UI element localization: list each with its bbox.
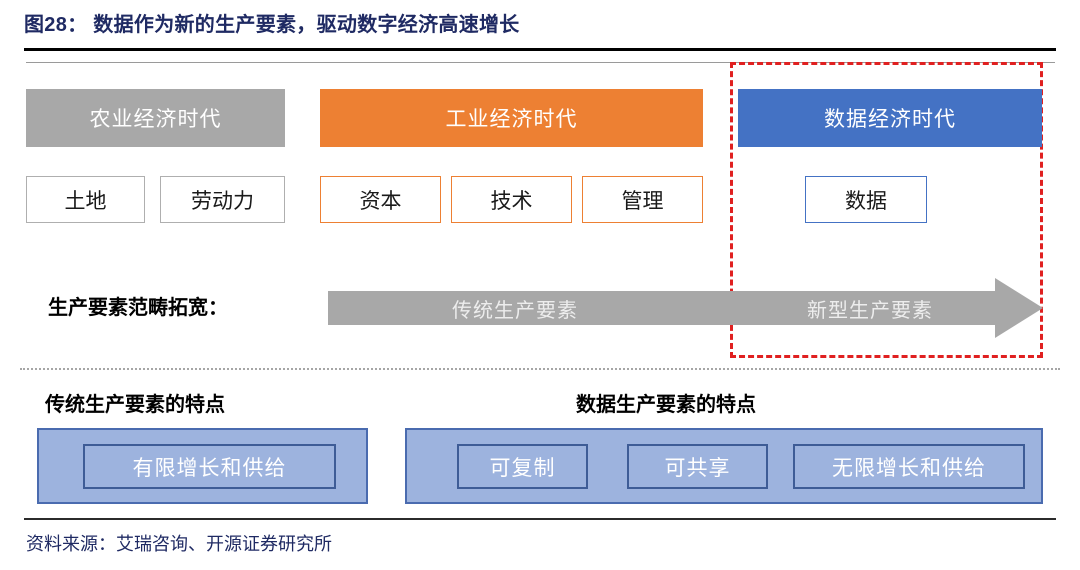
footer-divider <box>24 518 1056 520</box>
data-features-panel <box>405 428 1043 504</box>
era-bar-industry-label: 工业经济时代 <box>445 108 578 131</box>
page-title: 图28： 数据作为新的生产要素，驱动数字经济高速增长 <box>24 14 520 36</box>
factor-box-management: 管理 <box>582 176 703 223</box>
title-divider-thick <box>24 48 1056 51</box>
traditional-features-heading: 传统生产要素的特点 <box>45 394 225 416</box>
arrow-segment-traditional: 传统生产要素 <box>390 278 640 338</box>
data-features-heading: 数据生产要素的特点 <box>576 394 756 416</box>
traditional-features-panel <box>37 428 368 504</box>
factor-box-land: 土地 <box>26 176 145 223</box>
production-factor-arrow <box>328 278 1043 338</box>
factor-label-technology: 技术 <box>490 189 533 213</box>
factor-label-land: 土地 <box>64 189 107 213</box>
era-bar-data: 数据经济时代 <box>738 89 1042 147</box>
broaden-scope-label: 生产要素范畴拓宽： <box>48 297 228 319</box>
feature-chip-replicable-label: 可复制 <box>489 456 556 480</box>
era-bar-data-label: 数据经济时代 <box>824 108 956 131</box>
factor-box-technology: 技术 <box>451 176 572 223</box>
era-bar-industry: 工业经济时代 <box>320 89 703 147</box>
feature-chip-shareable-label: 可共享 <box>664 456 731 480</box>
feature-chip-limited-growth-supply: 有限增长和供给 <box>83 444 336 489</box>
arrow-segment-traditional-label: 传统生产要素 <box>452 299 578 322</box>
title-divider-thin <box>26 62 1055 63</box>
arrow-right-icon <box>328 278 1043 338</box>
feature-chip-limited-growth-supply-label: 有限增长和供给 <box>132 456 287 480</box>
feature-chip-unlimited-growth-supply-label: 无限增长和供给 <box>832 456 986 480</box>
feature-chip-replicable: 可复制 <box>457 444 588 489</box>
section-divider-dotted <box>20 368 1060 370</box>
factor-box-data: 数据 <box>805 176 927 223</box>
data-era-highlight-box <box>730 62 1043 358</box>
arrow-segment-new-label: 新型生产要素 <box>807 299 933 322</box>
arrow-segment-new: 新型生产要素 <box>745 278 995 338</box>
factor-label-labor: 劳动力 <box>191 189 254 213</box>
source-note: 资料来源：艾瑞咨询、开源证券研究所 <box>26 534 332 554</box>
factor-label-management: 管理 <box>621 189 664 213</box>
era-bar-agriculture-label: 农业经济时代 <box>89 108 222 131</box>
factor-label-capital: 资本 <box>359 189 402 213</box>
era-bar-agriculture: 农业经济时代 <box>26 89 285 147</box>
factor-box-labor: 劳动力 <box>160 176 285 223</box>
factor-label-data: 数据 <box>845 189 887 213</box>
factor-box-capital: 资本 <box>320 176 441 223</box>
feature-chip-shareable: 可共享 <box>627 444 768 489</box>
feature-chip-unlimited-growth-supply: 无限增长和供给 <box>793 444 1025 489</box>
